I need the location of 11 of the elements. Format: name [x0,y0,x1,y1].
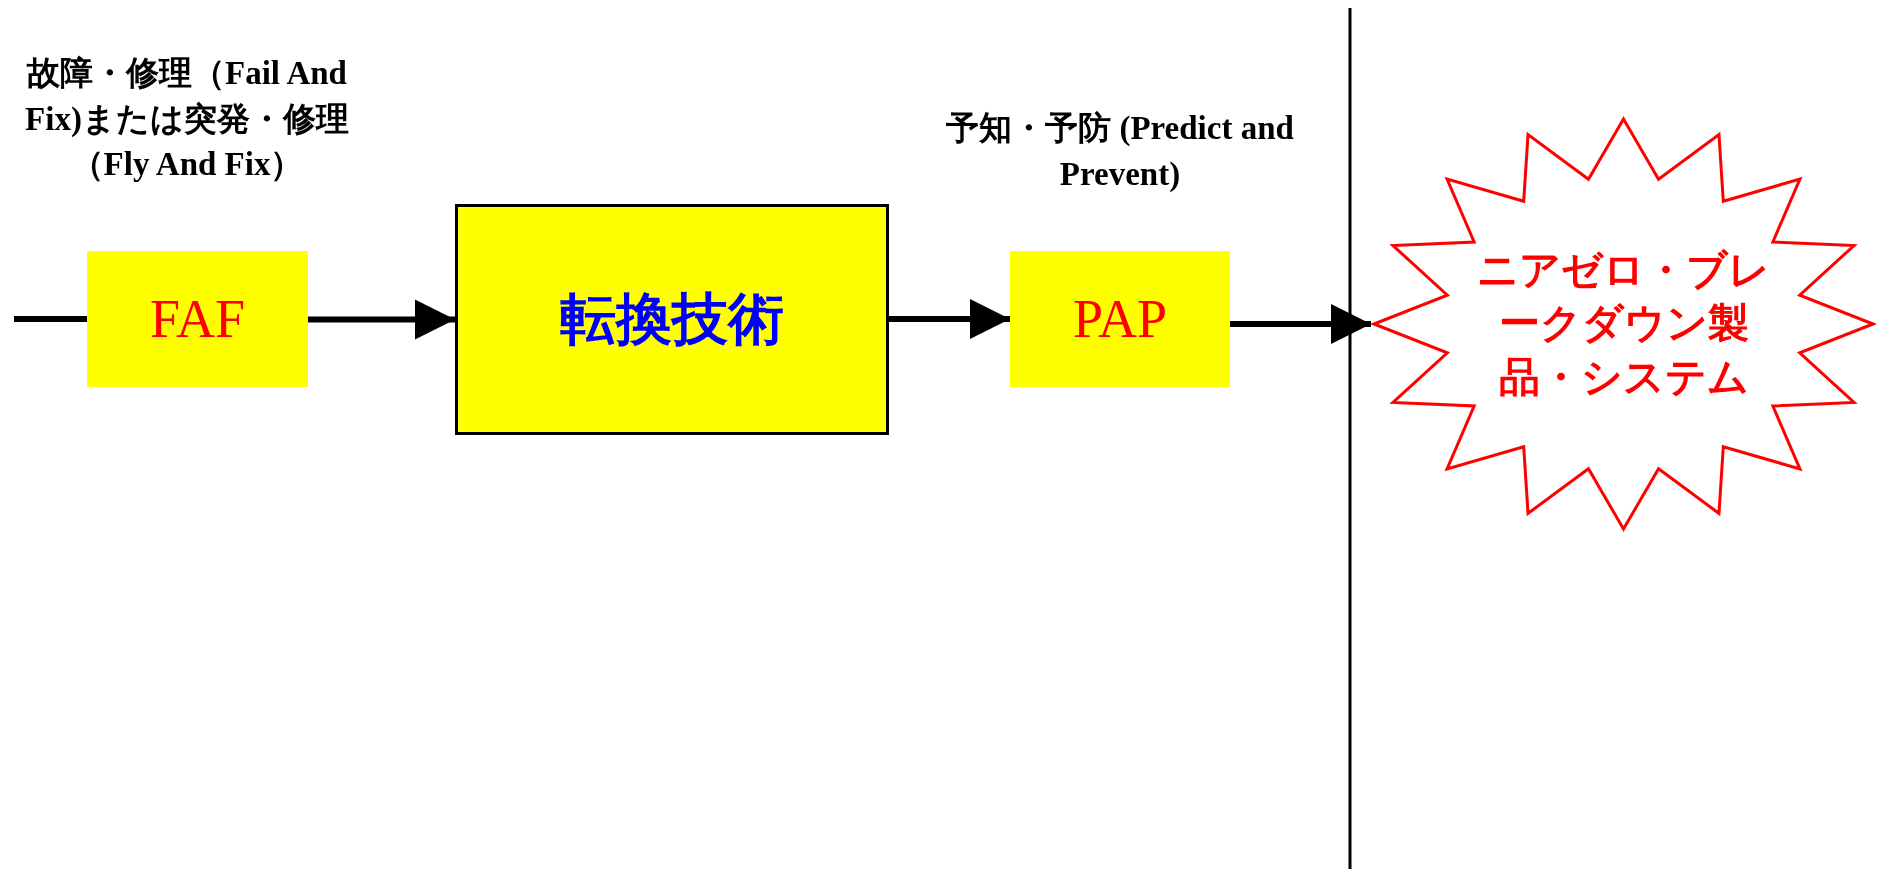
caption-text: 故障・修理（Fail And Fix)または突発・修理（Fly And Fix） [24,54,350,185]
node-label: PAP [1071,287,1169,351]
process-box [455,204,889,435]
arrow [308,299,455,340]
node-label: ニアゼロ・ブレークダウン製品・システム [1476,245,1771,403]
node-label: FAF [148,287,247,351]
arrow [1230,304,1371,344]
caption-text: 予知・予防 (Predict and Prevent) [945,109,1295,194]
process-label: 転換技術 [559,285,785,354]
arrow [889,299,1010,339]
starburst-shape [1371,116,1876,532]
